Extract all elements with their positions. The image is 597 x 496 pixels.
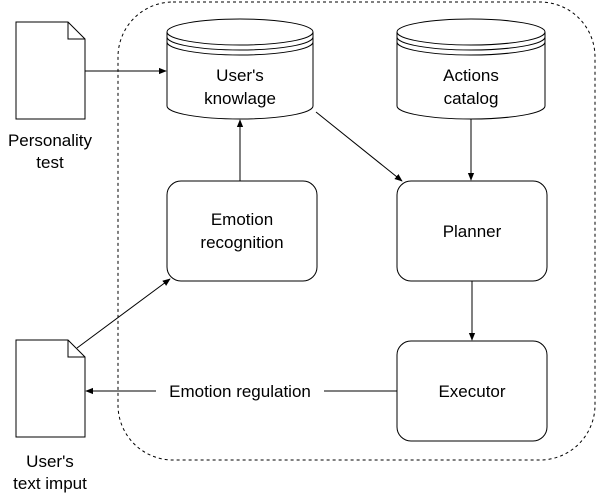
users-knowledge-database: User's knowlage	[166, 18, 314, 120]
personality-test-document: Personality test	[8, 21, 93, 172]
personality-test-label-2: test	[36, 153, 64, 172]
personality-test-label-1: Personality	[8, 131, 93, 150]
emotion-recognition-label-1: Emotion	[211, 210, 273, 229]
users-knowledge-label-2: knowlage	[204, 89, 276, 108]
edge-input-to-recognition	[76, 278, 171, 349]
emotion-recognition-box: Emotion recognition	[166, 180, 318, 282]
emotion-regulation-label: Emotion regulation	[169, 382, 311, 401]
edge-knowledge-to-planner	[315, 111, 403, 182]
planner-box: Planner	[396, 180, 548, 282]
actions-catalog-label-1: Actions	[443, 66, 499, 85]
planner-label: Planner	[443, 222, 502, 241]
users-text-input-label-1: User's	[26, 452, 74, 471]
users-text-input-label-2: text imput	[13, 474, 87, 493]
system-boundary	[117, 1, 596, 461]
edge-executor-to-input: Emotion regulation	[85, 380, 397, 402]
emotion-recognition-label-2: recognition	[200, 233, 283, 252]
users-knowledge-label-1: User's	[216, 66, 264, 85]
executor-label: Executor	[438, 382, 505, 401]
users-text-input-document: User's text imput	[13, 339, 87, 493]
actions-catalog-database: Actions catalog	[396, 18, 546, 120]
actions-catalog-label-2: catalog	[444, 89, 499, 108]
executor-box: Executor	[396, 340, 548, 442]
